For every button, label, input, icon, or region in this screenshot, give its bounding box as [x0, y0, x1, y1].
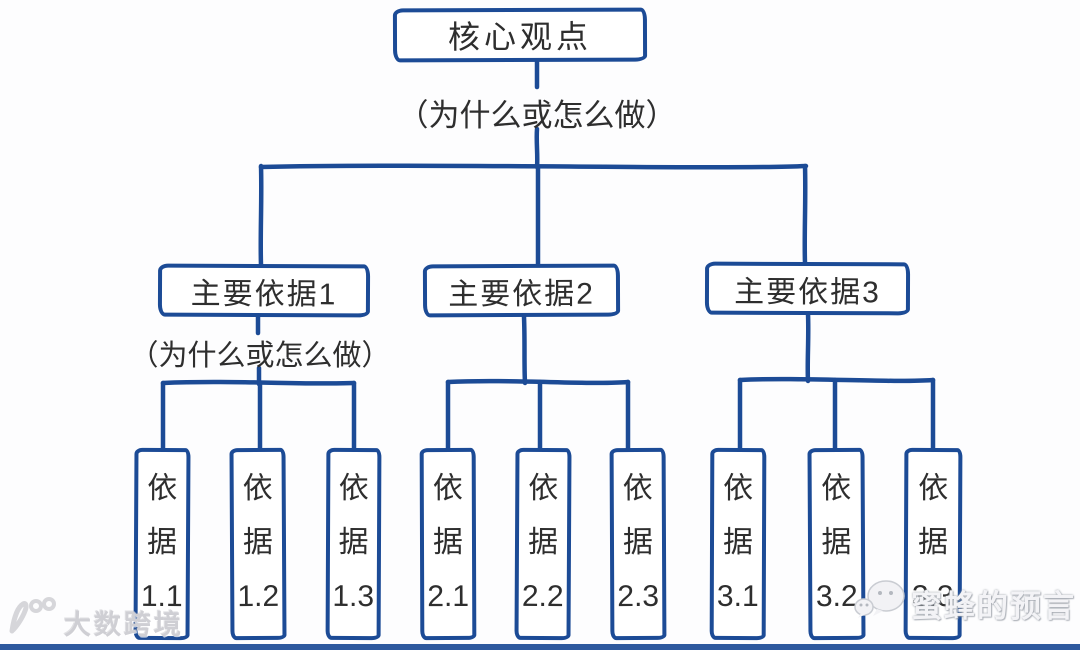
main-basis-1-label: 主要依据1: [190, 277, 338, 311]
leaf-number: 2.1: [427, 579, 470, 614]
leaf-number: 2.2: [521, 579, 564, 614]
leaf-number: 3.1: [716, 579, 759, 614]
main-basis-3-label: 主要依据3: [734, 275, 881, 309]
leaf-char: 依: [622, 471, 653, 506]
main-basis-3-box: 主要依据3: [704, 261, 911, 316]
watermark-mifengdeyuyan: 蜜蜂的预言: [853, 576, 1076, 630]
leaf-char: 据: [527, 525, 559, 560]
leaf-number: 2.3: [617, 579, 660, 614]
leaf-char: 据: [917, 525, 949, 560]
leaf-box-2-3: 依 据 2.3: [609, 447, 667, 641]
main-basis-2-box: 主要依据2: [422, 263, 621, 318]
leaf-number: 1.3: [332, 579, 375, 614]
leaf-char: 据: [622, 525, 654, 560]
leaf-char: 依: [242, 471, 273, 506]
leaf-box-3-1: 依 据 3.1: [709, 447, 767, 641]
leaf-char: 依: [432, 471, 463, 506]
leaf-box-1-3: 依 据 1.3: [325, 447, 382, 641]
leaf-number: 3.2: [815, 579, 858, 614]
leaf-box-1-2: 依 据 1.2: [229, 447, 287, 641]
leaf-char: 据: [722, 525, 754, 560]
leaf-char: 依: [147, 471, 178, 506]
leaf-char: 据: [432, 525, 464, 560]
main-basis-2-label: 主要依据2: [448, 277, 595, 311]
leaf-char: 依: [723, 471, 754, 506]
watermark-left-text: 大数跨境: [64, 610, 184, 640]
leaf-box-2-1: 依 据 2.1: [419, 447, 477, 641]
wechat-icon: [853, 576, 907, 630]
watermark-dashukuajing: 大数跨境: [6, 595, 184, 642]
leaf-char: 据: [146, 525, 178, 560]
leaf-char: 据: [821, 525, 852, 560]
leaf-char: 依: [528, 471, 559, 506]
leaf-char: 依: [918, 471, 949, 506]
leaf-char: 依: [821, 471, 852, 506]
core-viewpoint-box: 核心观点: [392, 7, 648, 63]
leaf-number: 1.2: [237, 579, 280, 614]
leaf-box-2-2: 依 据 2.2: [514, 447, 572, 641]
root-annotation: （为什么或怎么做）: [397, 98, 677, 133]
logo-100-icon: [6, 595, 58, 642]
branch-1-annotation: （为什么或怎么做）: [129, 340, 391, 372]
leaf-char: 据: [242, 525, 274, 560]
leaf-char: 依: [338, 471, 369, 506]
watermark-right-text: 蜜蜂的预言: [911, 588, 1076, 624]
main-basis-1-box: 主要依据1: [157, 263, 371, 318]
core-viewpoint-label: 核心观点: [447, 18, 593, 56]
bottom-border-line: [0, 644, 1080, 650]
leaf-char: 据: [338, 525, 369, 560]
